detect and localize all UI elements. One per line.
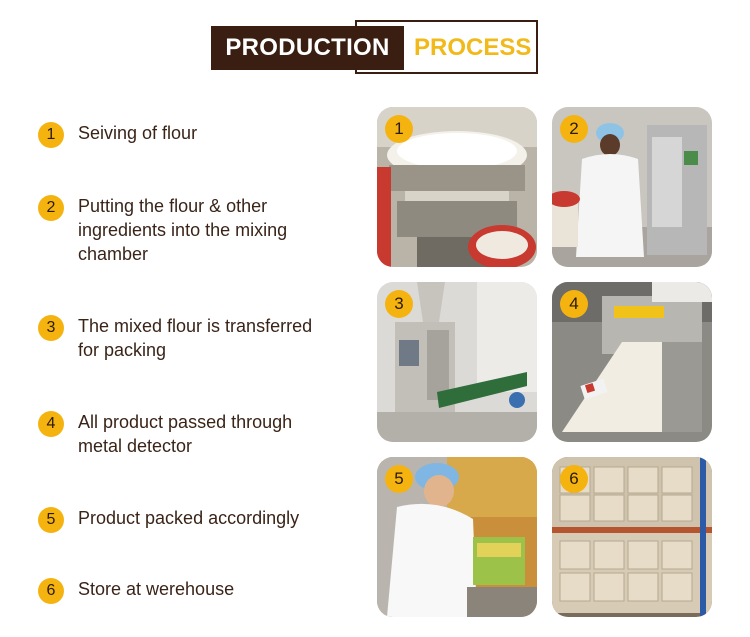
step-number-badge: 6 bbox=[38, 578, 64, 604]
step-1: 1 Seiving of flour bbox=[38, 121, 348, 148]
step-5: 5 Product packed accordingly bbox=[38, 506, 348, 533]
step-2: 2 Putting the flour & other ingredients … bbox=[38, 194, 348, 266]
step-text: Seiving of flour bbox=[78, 123, 198, 143]
step-number-badge: 3 bbox=[38, 315, 64, 341]
step-number-badge: 4 bbox=[38, 411, 64, 437]
step-4: 4 All product passed through metal detec… bbox=[38, 410, 338, 458]
photo-number-badge: 3 bbox=[385, 290, 413, 318]
page-title: PRODUCTION PROCESS bbox=[211, 20, 540, 76]
step-3: 3 The mixed flour is transferred for pac… bbox=[38, 314, 318, 362]
step-text: All product passed through metal detecto… bbox=[78, 412, 293, 456]
photo-number-badge: 5 bbox=[385, 465, 413, 493]
step-text: Product packed accordingly bbox=[78, 508, 300, 528]
title-process: PROCESS bbox=[414, 34, 532, 61]
step-number-badge: 2 bbox=[38, 195, 64, 221]
step-number-badge: 1 bbox=[38, 122, 64, 148]
step-number-badge: 5 bbox=[38, 507, 64, 533]
photo-number-badge: 4 bbox=[560, 290, 588, 318]
photo-packing-machine: 3 bbox=[377, 282, 537, 442]
photo-flour-sieving: 1 bbox=[377, 107, 537, 267]
photo-packing-worker: 5 bbox=[377, 457, 537, 617]
title-production: PRODUCTION bbox=[211, 26, 404, 70]
photo-metal-detector: 4 bbox=[552, 282, 712, 442]
step-text: Store at werehouse bbox=[78, 579, 235, 599]
step-text: The mixed flour is transferred for packi… bbox=[78, 316, 313, 360]
photo-mixing-chamber: 2 bbox=[552, 107, 712, 267]
photo-number-badge: 6 bbox=[560, 465, 588, 493]
step-6: 6 Store at werehouse bbox=[38, 577, 348, 604]
photo-number-badge: 1 bbox=[385, 115, 413, 143]
photo-number-badge: 2 bbox=[560, 115, 588, 143]
step-text: Putting the flour & other ingredients in… bbox=[78, 196, 288, 264]
photo-warehouse: 6 bbox=[552, 457, 712, 617]
